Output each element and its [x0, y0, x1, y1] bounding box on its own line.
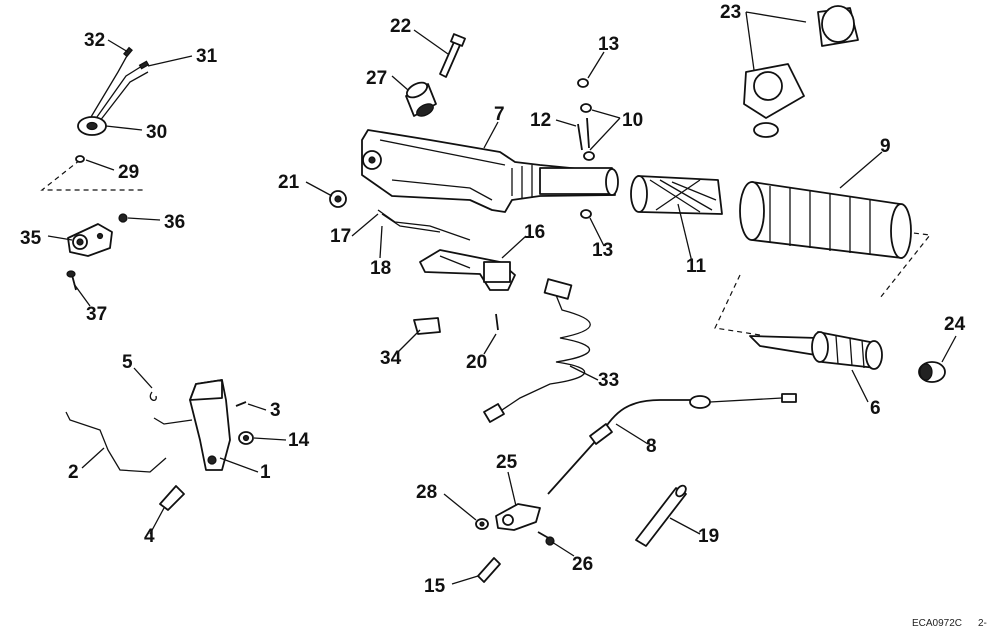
callout-25: 25: [496, 452, 518, 473]
callout-21: 21: [278, 172, 300, 193]
coiled-lanyard: [483, 278, 591, 423]
figure-code: ECA0972C: [912, 618, 962, 628]
assembly-guide-lines: [40, 159, 932, 336]
washer-28: [475, 518, 489, 530]
callout-8: 8: [646, 436, 657, 457]
callout-12: 12: [530, 110, 551, 131]
callout-28: 28: [416, 482, 437, 503]
callout-1: 1: [260, 462, 271, 483]
callout-18: 18: [370, 258, 391, 279]
callout-33: 33: [598, 370, 619, 391]
callout-24: 24: [944, 314, 966, 335]
callout-19: 19: [698, 526, 719, 547]
pin-3: [235, 401, 247, 407]
end-cap-24: [918, 361, 946, 383]
callout-5: 5: [122, 352, 133, 373]
shift-actuator: [749, 331, 883, 370]
callout-15: 15: [424, 576, 446, 597]
page-mark: 2-: [978, 618, 987, 628]
screw-37: [66, 270, 77, 291]
nut-21: [329, 190, 347, 208]
screw-26: [537, 531, 555, 546]
pin-12: [577, 123, 583, 151]
cable-guide: [419, 249, 516, 291]
nut-13-top: [577, 78, 589, 88]
callout-26: 26: [572, 554, 593, 575]
pins-10: [580, 103, 595, 161]
throttle-tube: [630, 175, 723, 215]
friction-knob: [743, 5, 859, 138]
switch-bracket: [67, 223, 113, 257]
callout-31: 31: [196, 46, 218, 67]
leader-lines: [47, 11, 957, 585]
sleeve-19: [635, 484, 687, 547]
callout-13-bottom: 13: [592, 240, 613, 261]
callout-labels: 32 31 30 29 36 35 37 22 27 7 21 17 18 16…: [20, 2, 966, 597]
nut-13-bottom: [580, 209, 592, 219]
callout-4: 4: [144, 526, 155, 547]
throttle-cable: [547, 393, 797, 495]
callout-30: 30: [146, 122, 167, 143]
callout-20: 20: [466, 352, 487, 373]
callout-36: 36: [164, 212, 185, 233]
link-rod-2: [65, 411, 167, 473]
callout-3: 3: [270, 400, 281, 421]
bracket-25: [495, 503, 541, 531]
callout-11: 11: [686, 256, 707, 277]
callout-7: 7: [494, 104, 505, 125]
steering-handle-bracket: [361, 129, 619, 213]
clip-5: [149, 391, 157, 401]
callout-16: 16: [524, 222, 545, 243]
callout-13-top: 13: [598, 34, 619, 55]
callout-14: 14: [288, 430, 310, 451]
nut-29: [75, 155, 85, 163]
throttle-grip: [739, 181, 912, 259]
bolt-22: [439, 33, 466, 78]
callout-10: 10: [622, 110, 643, 131]
callout-2: 2: [68, 462, 79, 483]
callout-35: 35: [20, 228, 42, 249]
knob-4: [159, 485, 185, 511]
wire-leads: [87, 46, 150, 127]
bushing-27: [405, 81, 437, 117]
callout-29: 29: [118, 162, 139, 183]
callout-34: 34: [380, 348, 402, 369]
nut-36: [118, 213, 128, 223]
callout-17: 17: [330, 226, 351, 247]
callout-6: 6: [870, 398, 881, 419]
connector-15: [477, 557, 501, 583]
callout-32: 32: [84, 30, 105, 51]
washer-14: [238, 431, 254, 445]
callout-22: 22: [390, 16, 411, 37]
callout-9: 9: [880, 136, 891, 157]
callout-37: 37: [86, 304, 107, 325]
wire-17: [377, 209, 471, 241]
callout-23: 23: [720, 2, 741, 23]
callout-27: 27: [366, 68, 387, 89]
stop-switch: [77, 116, 107, 136]
screw-20: [495, 313, 499, 331]
shift-lever-1: [189, 379, 231, 471]
clip-34: [413, 317, 441, 335]
